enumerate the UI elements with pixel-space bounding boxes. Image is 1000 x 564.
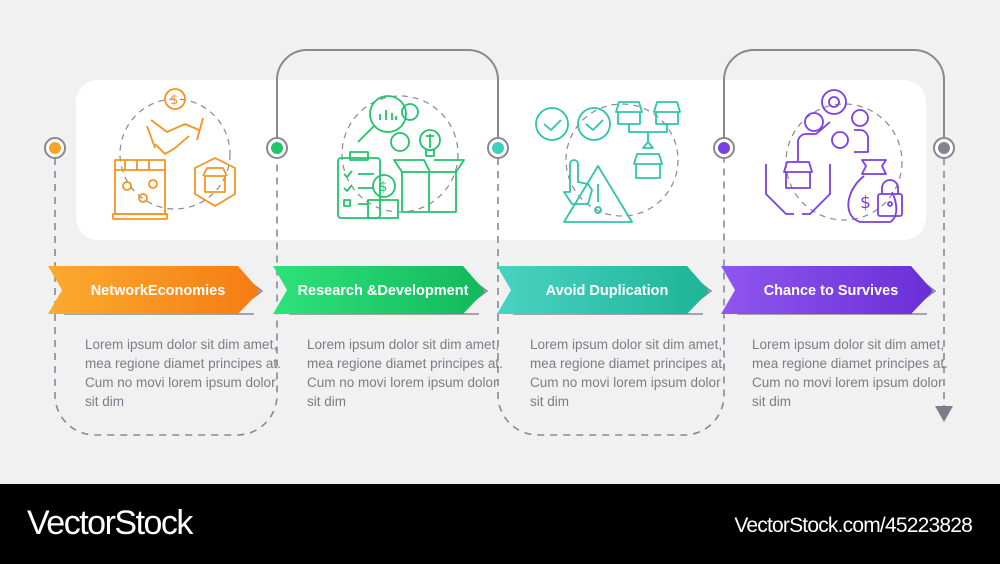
step-3-title: Avoid Duplication (545, 282, 669, 299)
image-url: VectorStock.com/45223828 (734, 514, 972, 537)
network-economies-icon: $ (112, 88, 236, 220)
step-2-title: Research &Development (297, 282, 469, 299)
svg-text:$: $ (860, 193, 871, 213)
research-development-icon: $ (337, 95, 465, 219)
svg-text:$: $ (170, 93, 178, 108)
svg-text:$: $ (379, 180, 387, 195)
step-4-description: Lorem ipsum dolor sit dim amet, mea regi… (752, 337, 948, 409)
brand-logo: VectorStock (27, 504, 193, 542)
step-3-banner: Avoid Duplication (497, 266, 717, 316)
infographic-canvas: $ $ (44, 49, 955, 436)
watermark-footer: VectorStock VectorStock.com/45223828 (0, 484, 1000, 564)
timeline-connector (44, 49, 955, 436)
step-2-banner: Research &Development (273, 266, 493, 316)
timeline-dots (44, 137, 955, 159)
step-3-description: Lorem ipsum dolor sit dim amet, mea regi… (530, 337, 726, 409)
step-2-description: Lorem ipsum dolor sit dim amet, mea regi… (307, 337, 503, 409)
step-1-description: Lorem ipsum dolor sit dim amet, mea regi… (85, 337, 281, 409)
step-4-banner: Chance to Survives (721, 266, 941, 316)
arrow-down-icon (935, 406, 953, 422)
step-4-title: Chance to Survives (763, 282, 899, 299)
avoid-duplication-icon (535, 101, 681, 223)
chance-to-survive-icon: $ (765, 89, 903, 223)
